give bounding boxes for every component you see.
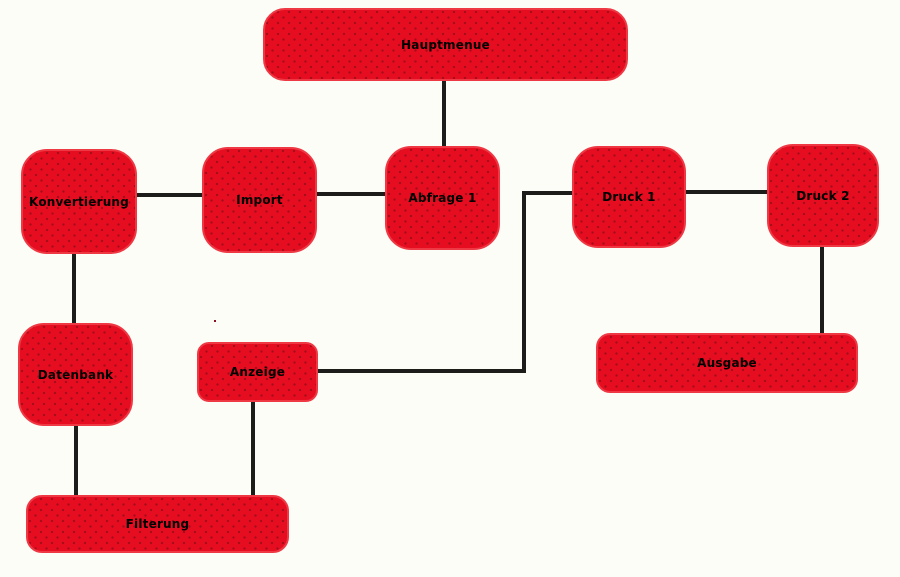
node-anzeige-label: Anzeige: [229, 365, 286, 379]
connector-hauptmenue-abfrage1: [442, 81, 446, 147]
node-hauptmenue-label: Hauptmenue: [401, 37, 490, 52]
node-druck2-label: Druck 2: [796, 188, 850, 203]
node-druck2[interactable]: Druck 2: [767, 144, 879, 247]
node-ausgabe-label: Ausgabe: [697, 356, 757, 370]
connector-anzeige-filterung: [251, 402, 255, 495]
stray-pixel-artifact: [214, 320, 216, 322]
connector-druck1-anzeige-segment-h1: [522, 191, 572, 195]
node-datenbank[interactable]: Datenbank: [18, 323, 133, 426]
connector-druck1-druck2: [686, 190, 767, 194]
connector-druck2-ausgabe: [820, 247, 824, 333]
node-abfrage1-label: Abfrage 1: [408, 191, 477, 205]
node-hauptmenue[interactable]: Hauptmenue: [263, 8, 628, 81]
node-filterung-label: Filterung: [125, 517, 190, 531]
node-druck1-label: Druck 1: [602, 190, 656, 204]
node-druck1[interactable]: Druck 1: [572, 146, 686, 248]
connector-konvertierung-datenbank: [72, 254, 76, 323]
node-import-label: Import: [236, 193, 283, 207]
connector-import-abfrage1: [317, 192, 385, 196]
node-ausgabe[interactable]: Ausgabe: [596, 333, 858, 393]
node-abfrage1[interactable]: Abfrage 1: [385, 146, 500, 250]
connector-druck1-anzeige-segment-h2: [318, 369, 526, 373]
connector-druck1-anzeige-segment-v: [522, 191, 526, 373]
node-filterung[interactable]: Filterung: [26, 495, 289, 553]
node-import[interactable]: Import: [202, 147, 317, 253]
connector-datenbank-filterung: [74, 426, 78, 495]
node-konvertierung[interactable]: Konvertierung: [21, 149, 137, 254]
node-konvertierung-label: Konvertierung: [29, 194, 129, 209]
node-anzeige[interactable]: Anzeige: [197, 342, 318, 402]
connector-konvertierung-import: [137, 193, 202, 197]
node-datenbank-label: Datenbank: [37, 367, 114, 382]
